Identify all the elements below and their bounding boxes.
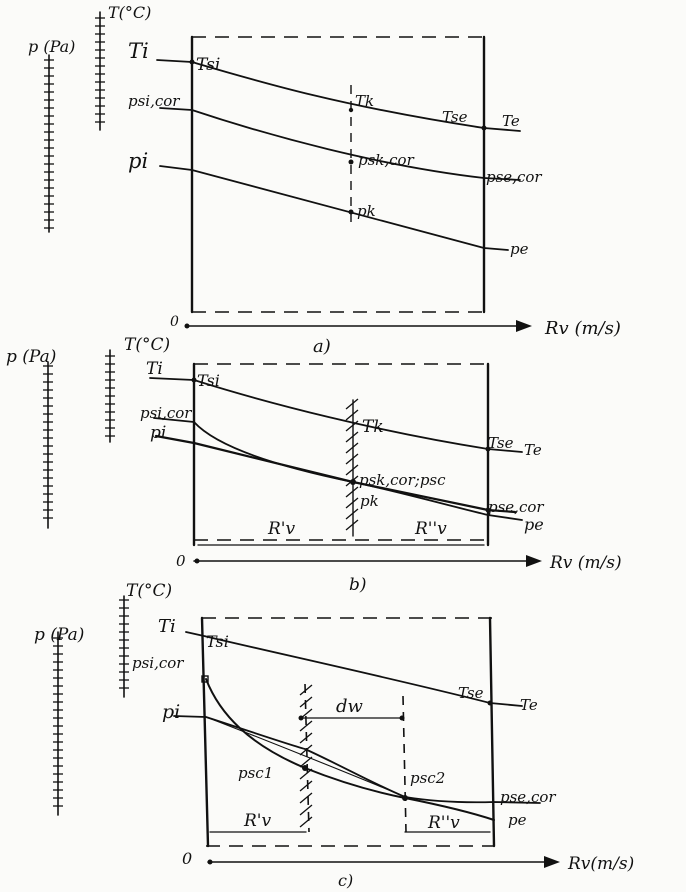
label-tsi-b: Tsi: [197, 371, 220, 390]
condensation-zone-hatch-c: [299, 684, 313, 828]
label-te-c: Te: [520, 696, 538, 714]
hatch-stroke: [345, 431, 359, 443]
x-axis-arrow-a: [516, 320, 532, 332]
label-pse-cor-b: pse,cor: [488, 498, 544, 516]
label-tse-b: Tse: [488, 434, 514, 452]
label-pse-cor-c: pse,cor: [500, 788, 556, 806]
label-tsi-a: Tsi: [196, 55, 220, 75]
panel-b: p (Pa) T(°C) Ti Tsi Tk Tse Te psi,cor pi…: [6, 335, 622, 595]
hatch-stroke: [345, 508, 359, 520]
label-tse-c: Tse: [458, 684, 484, 702]
p-scale-label-c: p (Pa): [34, 625, 84, 645]
label-ti-c: Ti: [158, 616, 176, 637]
temperature-scale-ticks-c: [119, 599, 129, 689]
hatch-stroke: [345, 442, 359, 454]
label-r2-b: R''v: [414, 519, 447, 539]
hatch-stroke: [345, 398, 359, 410]
panel-c: p (Pa) T(°C) dw Ti Tsi Tse Te psi,cor pi…: [34, 581, 634, 890]
psat-curve-a: [159, 107, 521, 181]
inner-surface-c: [200, 616, 210, 848]
hatch-stroke: [299, 792, 313, 804]
hatch-stroke: [299, 756, 313, 768]
psat-curve-c: [205, 678, 495, 821]
t-scale-label-a: T(°C): [108, 3, 151, 22]
label-tk-b: Tk: [362, 417, 384, 437]
label-pk-b: pk: [360, 492, 379, 510]
label-pi-a: pi: [128, 149, 148, 173]
pressure-scale-ticks-c: [53, 637, 63, 807]
label-ti-a: Ti: [128, 39, 149, 63]
temperature-curve-b: [149, 377, 523, 453]
label-psk-psc-b: psk,cor;psc: [359, 471, 446, 489]
panel-a: p (Pa) T(°C) Ti Tsi Tk Tse Te psi,cor pi…: [28, 3, 621, 357]
label-pe-b: pe: [524, 515, 544, 534]
hatch-stroke: [299, 684, 313, 696]
label-pe-c: pe: [508, 811, 527, 829]
hatch-stroke: [345, 486, 359, 498]
p-scale-label-a: p (Pa): [28, 37, 75, 56]
hatch-stroke: [299, 732, 313, 744]
p-curve-b: [154, 434, 517, 514]
condensation-plane-hatch-b: [345, 398, 359, 531]
pressure-scale-ticks-a: [44, 59, 54, 229]
p-curve-c: [173, 715, 541, 804]
caption-c: c): [338, 871, 353, 890]
label-tsi-c: Tsi: [206, 632, 229, 651]
label-psc2-c: psc2: [410, 769, 445, 787]
hatch-stroke: [345, 464, 359, 476]
temperature-scale-ticks-b: [105, 355, 115, 437]
origin-label-a: 0: [170, 314, 179, 330]
hatch-stroke: [299, 804, 313, 816]
temperature-curve-c: [185, 631, 523, 707]
label-pe-a: pe: [510, 240, 529, 258]
caption-a: a): [313, 336, 331, 357]
caption-b: b): [349, 575, 367, 595]
p-curve-a: [159, 165, 509, 251]
x-axis-arrow-c: [544, 856, 560, 868]
x-axis-label-b: Rv (m/s): [549, 553, 622, 573]
p-curve-thin-c: [205, 716, 406, 798]
label-r2-c: R''v: [427, 813, 460, 833]
label-te-b: Te: [524, 441, 542, 459]
label-psc1-c: psc1: [238, 764, 273, 782]
hatch-stroke: [299, 816, 313, 828]
label-dw-c: dw: [336, 696, 364, 717]
x-axis-label-c: Rv(m/s): [567, 854, 634, 874]
t-scale-label-c: T(°C): [126, 581, 172, 601]
origin-label-c: 0: [182, 849, 192, 868]
hatch-stroke: [345, 497, 359, 509]
p-scale-label-b: p (Pa): [6, 347, 56, 367]
temperature-scale-ticks-a: [95, 17, 105, 123]
hatch-stroke: [299, 720, 313, 732]
x-axis-arrow-b: [526, 555, 542, 567]
origin-label-b: 0: [176, 552, 186, 570]
label-tse-a: Tse: [442, 108, 468, 126]
label-psi-cor-c: psi,cor: [132, 654, 184, 672]
t-scale-label-b: T(°C): [124, 335, 170, 355]
label-r1-c: R'v: [243, 811, 271, 831]
pressure-scale-ticks-b: [43, 365, 53, 519]
condensation-zone-start-c: [304, 683, 310, 833]
label-tk-a: Tk: [355, 92, 374, 110]
hatch-stroke: [345, 453, 359, 465]
label-pk-a: pk: [357, 202, 376, 220]
label-psi-cor-a: psi,cor: [128, 92, 180, 110]
label-pi-b: pi: [150, 423, 166, 443]
outer-surface-c: [488, 616, 496, 848]
label-pse-cor-a: pse,cor: [486, 168, 542, 186]
label-psk-cor-a: psk,cor: [358, 151, 415, 169]
label-ti-b: Ti: [146, 359, 163, 379]
label-pi-c: pi: [162, 701, 180, 723]
hatch-stroke: [345, 409, 359, 421]
hatch-stroke: [299, 696, 313, 708]
label-te-a: Te: [502, 112, 520, 130]
temperature-curve-a: [156, 59, 521, 132]
hatch-stroke: [299, 780, 313, 792]
hatch-stroke: [345, 519, 359, 531]
x-axis-label-a: Rv (m/s): [544, 318, 621, 339]
label-psi-cor-b: psi,cor: [140, 404, 192, 422]
label-r1-b: R'v: [267, 519, 295, 539]
